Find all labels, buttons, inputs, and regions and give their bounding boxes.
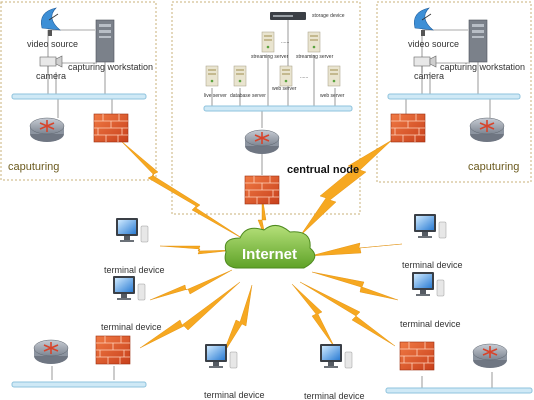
caputuring-label-left: caputuring: [8, 161, 59, 173]
lightning-bolt-icon: [119, 139, 403, 357]
workstation-tower-icon: [468, 19, 488, 63]
server-icon: [261, 31, 275, 53]
video-source-label: video source: [27, 39, 78, 49]
firewall-icon: [399, 341, 435, 371]
terminal-device-label: terminal device: [402, 260, 463, 270]
internet-label: Internet: [242, 246, 297, 263]
server-icon: [279, 65, 293, 87]
camera-label: camera: [414, 71, 444, 81]
network-bus-center: [203, 105, 353, 112]
terminal-device-label: terminal device: [204, 390, 265, 400]
router-icon: [33, 339, 69, 365]
router-icon: [29, 117, 65, 143]
centrual-node-label: centrual node: [287, 164, 359, 176]
monitor-icon: [115, 217, 149, 243]
monitor-icon: [204, 343, 238, 369]
web-server-label: web server: [272, 86, 297, 92]
firewall-icon: [95, 335, 131, 365]
capturing-group-left: [0, 1, 157, 181]
terminal-device-label: terminal device: [101, 322, 162, 332]
satellite-dish-icon: [413, 7, 434, 37]
network-bus-bottom-right: [385, 387, 533, 394]
firewall-icon: [390, 113, 426, 143]
cloud-icon: [224, 225, 316, 269]
terminal-device-label: terminal device: [104, 265, 165, 275]
router-icon: [472, 343, 508, 369]
workstation-tower-icon: [95, 19, 115, 63]
caputuring-label-right: caputuring: [468, 161, 519, 173]
storage-device-label: storage device: [312, 13, 345, 19]
satellite-dish-icon: [40, 7, 61, 37]
network-bus-bottom-left: [11, 381, 147, 388]
monitor-icon: [112, 275, 146, 301]
monitor-icon: [319, 343, 353, 369]
streaming-server-label: streaming server: [296, 54, 334, 60]
terminal-device-label: terminal device: [400, 319, 461, 329]
router-icon: [469, 117, 505, 143]
capturing-workstation-label: capturing workstation: [440, 62, 525, 72]
monitor-icon: [413, 213, 447, 239]
streaming-server-label: streaming server: [251, 54, 289, 60]
network-bus-right: [387, 93, 521, 100]
monitor-icon: [411, 271, 445, 297]
live-server-label: live server: [204, 93, 227, 99]
capturing-workstation-label: capturing workstation: [68, 62, 153, 72]
video-source-label: video source: [408, 39, 459, 49]
firewall-icon: [93, 113, 129, 143]
terminal-device-label: terminal device: [304, 391, 365, 400]
storage-device-icon: [270, 12, 306, 20]
network-bus-left: [11, 93, 147, 100]
dots-label: ......: [281, 39, 289, 45]
server-icon: [327, 65, 341, 87]
server-icon: [233, 65, 247, 87]
dots-label: ......: [300, 74, 308, 80]
central-node-group: [171, 1, 361, 215]
server-icon: [307, 31, 321, 53]
server-icon: [205, 65, 219, 87]
router-icon: [244, 129, 280, 155]
camera-label: camera: [36, 71, 66, 81]
database-server-label: database server: [230, 93, 266, 99]
capturing-group-right: [376, 1, 532, 183]
web-server-label: web server: [320, 93, 345, 99]
firewall-icon: [244, 175, 280, 205]
